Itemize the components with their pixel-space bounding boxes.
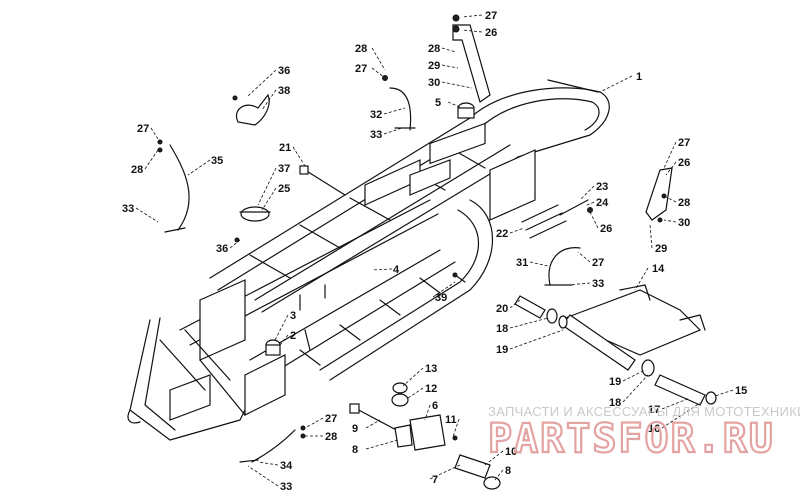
- cable-35: [157, 139, 190, 233]
- callout-11: 11: [445, 414, 457, 426]
- callout-27: 27: [325, 413, 337, 425]
- callout-27: 27: [137, 123, 149, 135]
- plug-2: [265, 339, 281, 356]
- callout-19: 19: [496, 344, 508, 356]
- cable-32: [382, 75, 416, 131]
- callout-17: 17: [648, 404, 660, 416]
- callout-21: 21: [279, 142, 291, 154]
- callout-29: 29: [428, 60, 440, 72]
- callout-18: 18: [496, 323, 508, 335]
- callout-20: 20: [496, 303, 508, 315]
- bracket-29-right: [645, 167, 673, 223]
- clamp-25: [234, 206, 271, 243]
- bolt-39: [452, 272, 466, 283]
- callout-36: 36: [278, 65, 290, 77]
- callout-34: 34: [280, 460, 293, 472]
- cable-34: [239, 425, 306, 463]
- callout-6: 6: [432, 400, 438, 412]
- callout-30: 30: [678, 217, 690, 229]
- callout-33: 33: [592, 278, 604, 290]
- callout-27: 27: [355, 63, 367, 75]
- callout-19: 19: [609, 376, 621, 388]
- callout-27: 27: [485, 10, 497, 22]
- leader-lines: [135, 14, 734, 487]
- main-frame: [127, 79, 610, 441]
- callout-18: 18: [609, 397, 621, 409]
- watermark-logo: PARTSFOR.RU: [488, 416, 775, 462]
- callout-32: 32: [370, 109, 382, 121]
- callout-12: 12: [425, 383, 437, 395]
- callout-39: 39: [435, 292, 447, 304]
- callout-29: 29: [655, 243, 667, 255]
- callout-28: 28: [678, 197, 690, 209]
- callout-36: 36: [216, 243, 228, 255]
- callout-24: 24: [596, 197, 609, 209]
- watermark-caption: ЗАПЧАСТИ И АКСЕССУАРЫ ДЛЯ МОТОТЕХНИКИ: [488, 404, 800, 419]
- callout-14: 14: [652, 263, 665, 275]
- bracket-29-upper: [452, 14, 491, 103]
- callout-33: 33: [280, 481, 292, 493]
- callout-28: 28: [355, 43, 367, 55]
- callout-27: 27: [592, 257, 604, 269]
- callout-38: 38: [278, 85, 290, 97]
- callout-13: 13: [425, 363, 437, 375]
- callout-7: 7: [432, 474, 438, 486]
- bushing-set-upper: [514, 295, 568, 329]
- callout-9: 9: [352, 423, 358, 435]
- guard-38: [232, 93, 270, 126]
- callout-16: 16: [648, 423, 660, 435]
- callout-4: 4: [393, 264, 400, 276]
- cable-31: [544, 247, 581, 286]
- callout-25: 25: [278, 183, 290, 195]
- callout-8: 8: [505, 465, 511, 477]
- callout-28: 28: [428, 43, 440, 55]
- callout-28: 28: [131, 164, 143, 176]
- callout-26: 26: [485, 27, 497, 39]
- callout-8: 8: [352, 444, 358, 456]
- rods-22: [521, 199, 593, 239]
- callout-22: 22: [496, 228, 508, 240]
- callout-28: 28: [325, 431, 337, 443]
- callout-1: 1: [636, 71, 642, 83]
- callout-35: 35: [211, 155, 223, 167]
- washers-12-13: [391, 382, 409, 407]
- shaft-17: [641, 359, 717, 406]
- plug-5: [457, 102, 475, 119]
- callout-30: 30: [428, 77, 440, 89]
- callout-33: 33: [122, 203, 134, 215]
- callout-23: 23: [596, 181, 608, 193]
- callout-2: 2: [290, 330, 296, 342]
- mount-6: [394, 414, 501, 490]
- callout-3: 3: [290, 310, 296, 322]
- callout-10: 10: [505, 446, 517, 458]
- callout-26: 26: [600, 223, 612, 235]
- callout-33: 33: [370, 129, 382, 141]
- callout-31: 31: [516, 257, 528, 269]
- callout-15: 15: [735, 385, 747, 397]
- callout-5: 5: [435, 97, 441, 109]
- callout-26: 26: [678, 157, 690, 169]
- callout-labels: 2726282930282732335136382728352137253336…: [122, 10, 747, 493]
- suspension-arm-14: [558, 284, 706, 371]
- bolt-9: [349, 403, 401, 433]
- bolt-21: [299, 165, 346, 196]
- callout-27: 27: [678, 137, 690, 149]
- callout-37: 37: [278, 163, 290, 175]
